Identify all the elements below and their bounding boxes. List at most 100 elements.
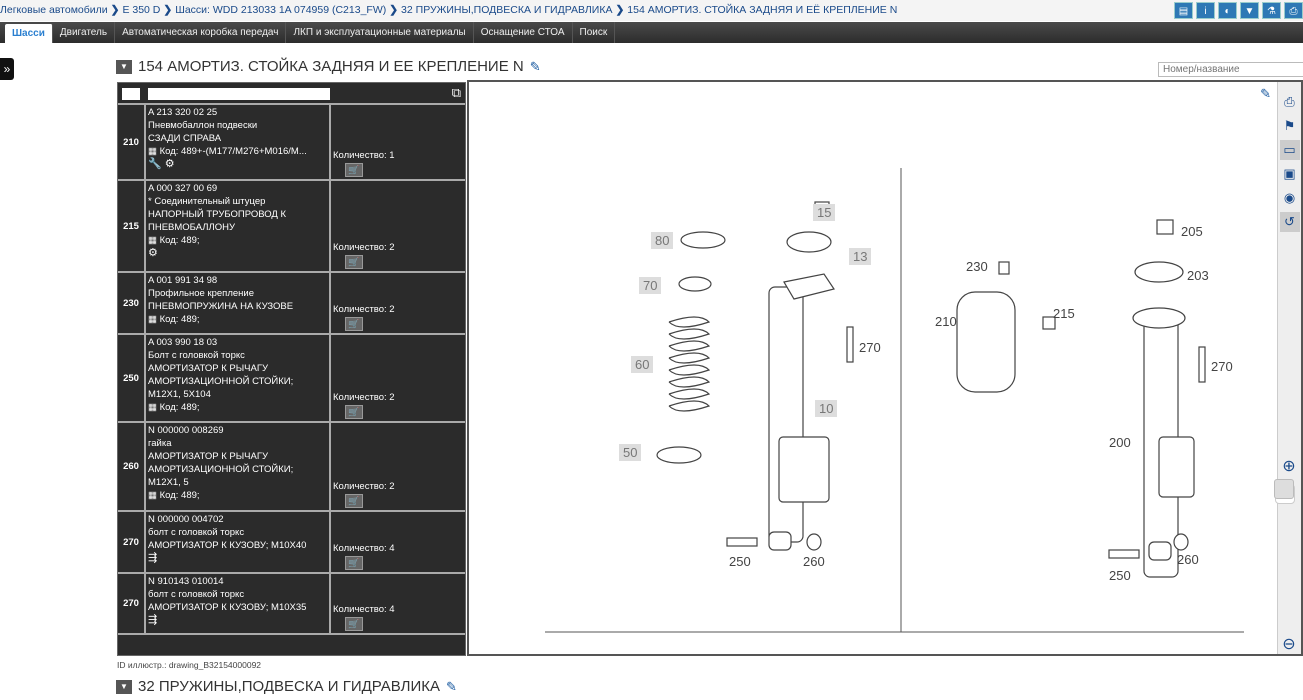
breadcrumb-item[interactable]: Легковые автомобили	[0, 4, 108, 16]
part-number[interactable]: A 000 327 00 69	[148, 183, 218, 194]
add-to-cart-button[interactable]: 🛒	[345, 317, 363, 331]
part-info-icons[interactable]: ⇶	[148, 552, 158, 564]
callout-label[interactable]: 210	[935, 314, 957, 329]
print-icon[interactable]: ⎙	[1284, 2, 1303, 19]
position-number: 210	[118, 105, 146, 179]
flask-icon[interactable]: ⚗	[1262, 2, 1281, 19]
callout-label[interactable]: 270	[859, 340, 881, 355]
position-number: 260	[118, 423, 146, 510]
callout-label[interactable]: 270	[1211, 359, 1233, 374]
add-to-cart-button[interactable]: 🛒	[345, 405, 363, 419]
tab-item[interactable]: ЛКП и эксплуатационные материалы	[286, 22, 474, 43]
diagram-toolbar: ⎙ ⚑ ▭ ▣ ◉ ↺ ⊕ ⊖	[1274, 82, 1301, 654]
quantity-value: 4	[389, 543, 395, 554]
tab-item[interactable]: Поиск	[573, 22, 616, 43]
callout-label[interactable]: 230	[966, 259, 988, 274]
expand-sidebar-button[interactable]: »	[0, 58, 14, 80]
add-to-cart-button[interactable]: 🛒	[345, 163, 363, 177]
callout-label[interactable]: 50	[619, 444, 642, 461]
quantity-label: Количество:	[333, 543, 387, 554]
part-info-icons[interactable]: ⇶	[148, 614, 158, 626]
callout-label[interactable]: 60	[631, 356, 654, 373]
page-title: 154 АМОРТИЗ. СТОЙКА ЗАДНЯЯ И ЕЕ КРЕПЛЕНИ…	[138, 58, 524, 75]
tab-item[interactable]: Оснащение СТОА	[474, 22, 573, 43]
zoom-slider-handle[interactable]	[1274, 479, 1294, 499]
search-input[interactable]	[1158, 62, 1303, 77]
breadcrumb-item[interactable]: E 350 D	[122, 4, 161, 16]
part-info-icons[interactable]: ⚙	[148, 247, 158, 259]
callout-label[interactable]: 260	[1177, 552, 1199, 567]
add-to-cart-button[interactable]: 🛒	[345, 255, 363, 269]
add-to-cart-button[interactable]: 🛒	[345, 556, 363, 570]
tab-item[interactable]: Двигатель	[53, 22, 116, 43]
zoom-out-icon[interactable]: ⊖	[1282, 636, 1296, 653]
top-toolbar: ▤ i ◐ ▼ ⚗ ⎙	[1174, 2, 1303, 19]
quantity-value: 2	[389, 481, 395, 492]
callout-label[interactable]: 10	[815, 400, 838, 417]
select-all-checkbox[interactable]	[122, 88, 140, 100]
add-to-cart-button[interactable]: 🛒	[345, 617, 363, 631]
edit-icon[interactable]: ✎	[446, 678, 457, 694]
filter-input[interactable]	[148, 88, 330, 100]
callout-label[interactable]: 260	[803, 554, 825, 569]
quantity-cell: Количество: 1 🛒	[331, 105, 465, 179]
code-line: ▦ Код: 489;	[148, 313, 327, 326]
edit-icon[interactable]: ✎	[1260, 86, 1271, 101]
zoom-slider[interactable]	[1274, 479, 1295, 504]
breadcrumb-item[interactable]: 154 АМОРТИЗ. СТОЙКА ЗАДНЯЯ И ЕЁ КРЕПЛЕНИ…	[627, 4, 898, 16]
reset-icon[interactable]: ↺	[1279, 212, 1300, 232]
callout-label[interactable]: 205	[1181, 224, 1203, 239]
part-number[interactable]: A 213 320 02 25	[148, 107, 218, 118]
breadcrumb-item[interactable]: 32 ПРУЖИНЫ,ПОДВЕСКА И ГИДРАВЛИКА	[401, 4, 613, 16]
callout-label[interactable]: 70	[639, 277, 662, 294]
breadcrumb-item[interactable]: Шасси: WDD 213033 1A 074959 (C213_FW)	[175, 4, 387, 16]
callout-label[interactable]: 250	[729, 554, 751, 569]
tab-item[interactable]: Автоматическая коробка передач	[115, 22, 287, 43]
callout-label[interactable]: 200	[1109, 435, 1131, 450]
quantity-value: 1	[389, 150, 395, 161]
comment-icon[interactable]: ▭	[1279, 140, 1300, 160]
part-text: ПНЕВМОБАЛЛОНУ	[148, 222, 235, 233]
toggle-icon[interactable]: ◐	[1218, 2, 1237, 19]
diagram-panel: 15 80 13 70 270 60 10 50 250 260 205 230 203 210 215 27…	[467, 80, 1303, 656]
callout-label[interactable]: 13	[849, 248, 872, 265]
callout-label[interactable]: 250	[1109, 568, 1131, 583]
callout-label[interactable]: 203	[1187, 268, 1209, 283]
part-number[interactable]: N 000000 008269	[148, 425, 224, 436]
callout-label[interactable]: 15	[813, 204, 836, 221]
quantity-label: Количество:	[333, 481, 387, 492]
print-icon[interactable]: ⎙	[1284, 94, 1295, 109]
add-to-cart-button[interactable]: 🛒	[345, 494, 363, 508]
flag-icon[interactable]: ⚑	[1283, 118, 1296, 133]
filter-icon[interactable]: ▼	[1240, 2, 1259, 19]
part-number[interactable]: A 001 991 34 98	[148, 275, 218, 286]
copy-icon[interactable]: ⧉	[451, 85, 461, 100]
edit-icon[interactable]: ✎	[529, 58, 541, 74]
part-info-icons[interactable]: 🔧 ⚙	[148, 158, 175, 170]
callout-label[interactable]: 215	[1053, 306, 1075, 321]
document-icon[interactable]: ▤	[1174, 2, 1193, 19]
collapse-toggle[interactable]: ▼	[116, 59, 132, 74]
target-icon[interactable]: ◉	[1283, 190, 1296, 205]
collapse-toggle[interactable]: ▼	[116, 679, 132, 694]
tab-item[interactable]: Шасси	[5, 24, 53, 43]
callout-label[interactable]: 80	[651, 232, 674, 249]
part-text: болт с головкой торкс	[148, 527, 245, 538]
info-icon[interactable]: i	[1196, 2, 1215, 19]
table-row[interactable]: 215 A 000 327 00 69* Соединительный штуц…	[118, 181, 465, 273]
zoom-in-icon[interactable]: ⊕	[1282, 458, 1296, 475]
part-number[interactable]: N 000000 004702	[148, 514, 224, 525]
part-number[interactable]: N 910143 010014	[148, 576, 224, 587]
part-text: Болт с головкой торкс	[148, 350, 245, 361]
code-line: ▦ Код: 489;	[148, 489, 327, 502]
window-icon[interactable]: ▣	[1283, 166, 1296, 181]
part-number[interactable]: A 003 990 18 03	[148, 337, 218, 348]
